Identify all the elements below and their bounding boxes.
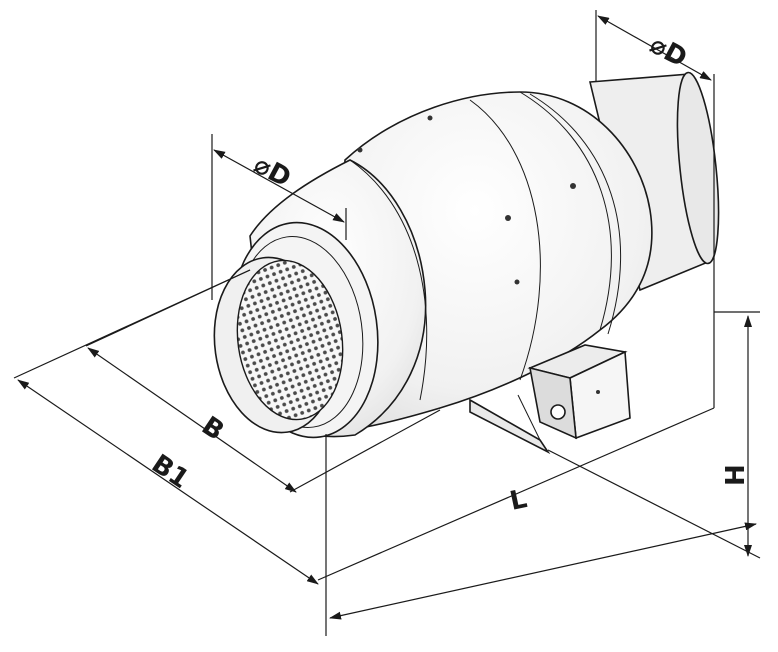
cable-gland <box>550 404 566 420</box>
dim-length-line <box>329 522 757 620</box>
label-width: B <box>196 411 229 447</box>
bolt <box>570 183 576 189</box>
dimension-lines <box>13 10 761 636</box>
bolt <box>357 147 363 153</box>
bolt <box>514 279 520 285</box>
label-length: L <box>507 484 529 517</box>
terminal-box <box>527 344 631 440</box>
bolt <box>427 115 433 121</box>
label-height: H <box>721 464 751 486</box>
fan-body <box>213 71 720 455</box>
dim-width-overall-line <box>17 379 319 585</box>
dim-diameter-left-line <box>213 149 345 223</box>
label-diameter-left: ⌀D <box>249 150 296 194</box>
label-width-overall: B1 <box>146 449 194 495</box>
bolt <box>505 215 511 221</box>
housing-band-rear <box>519 91 612 331</box>
label-diameter-top: ⌀D <box>645 30 692 74</box>
housing-band-rear2 <box>529 93 622 335</box>
dim-diameter-top-line <box>597 15 712 81</box>
housing-band-mid <box>469 99 541 381</box>
mounting-bracket <box>469 398 551 455</box>
housing-band-front <box>349 159 428 401</box>
